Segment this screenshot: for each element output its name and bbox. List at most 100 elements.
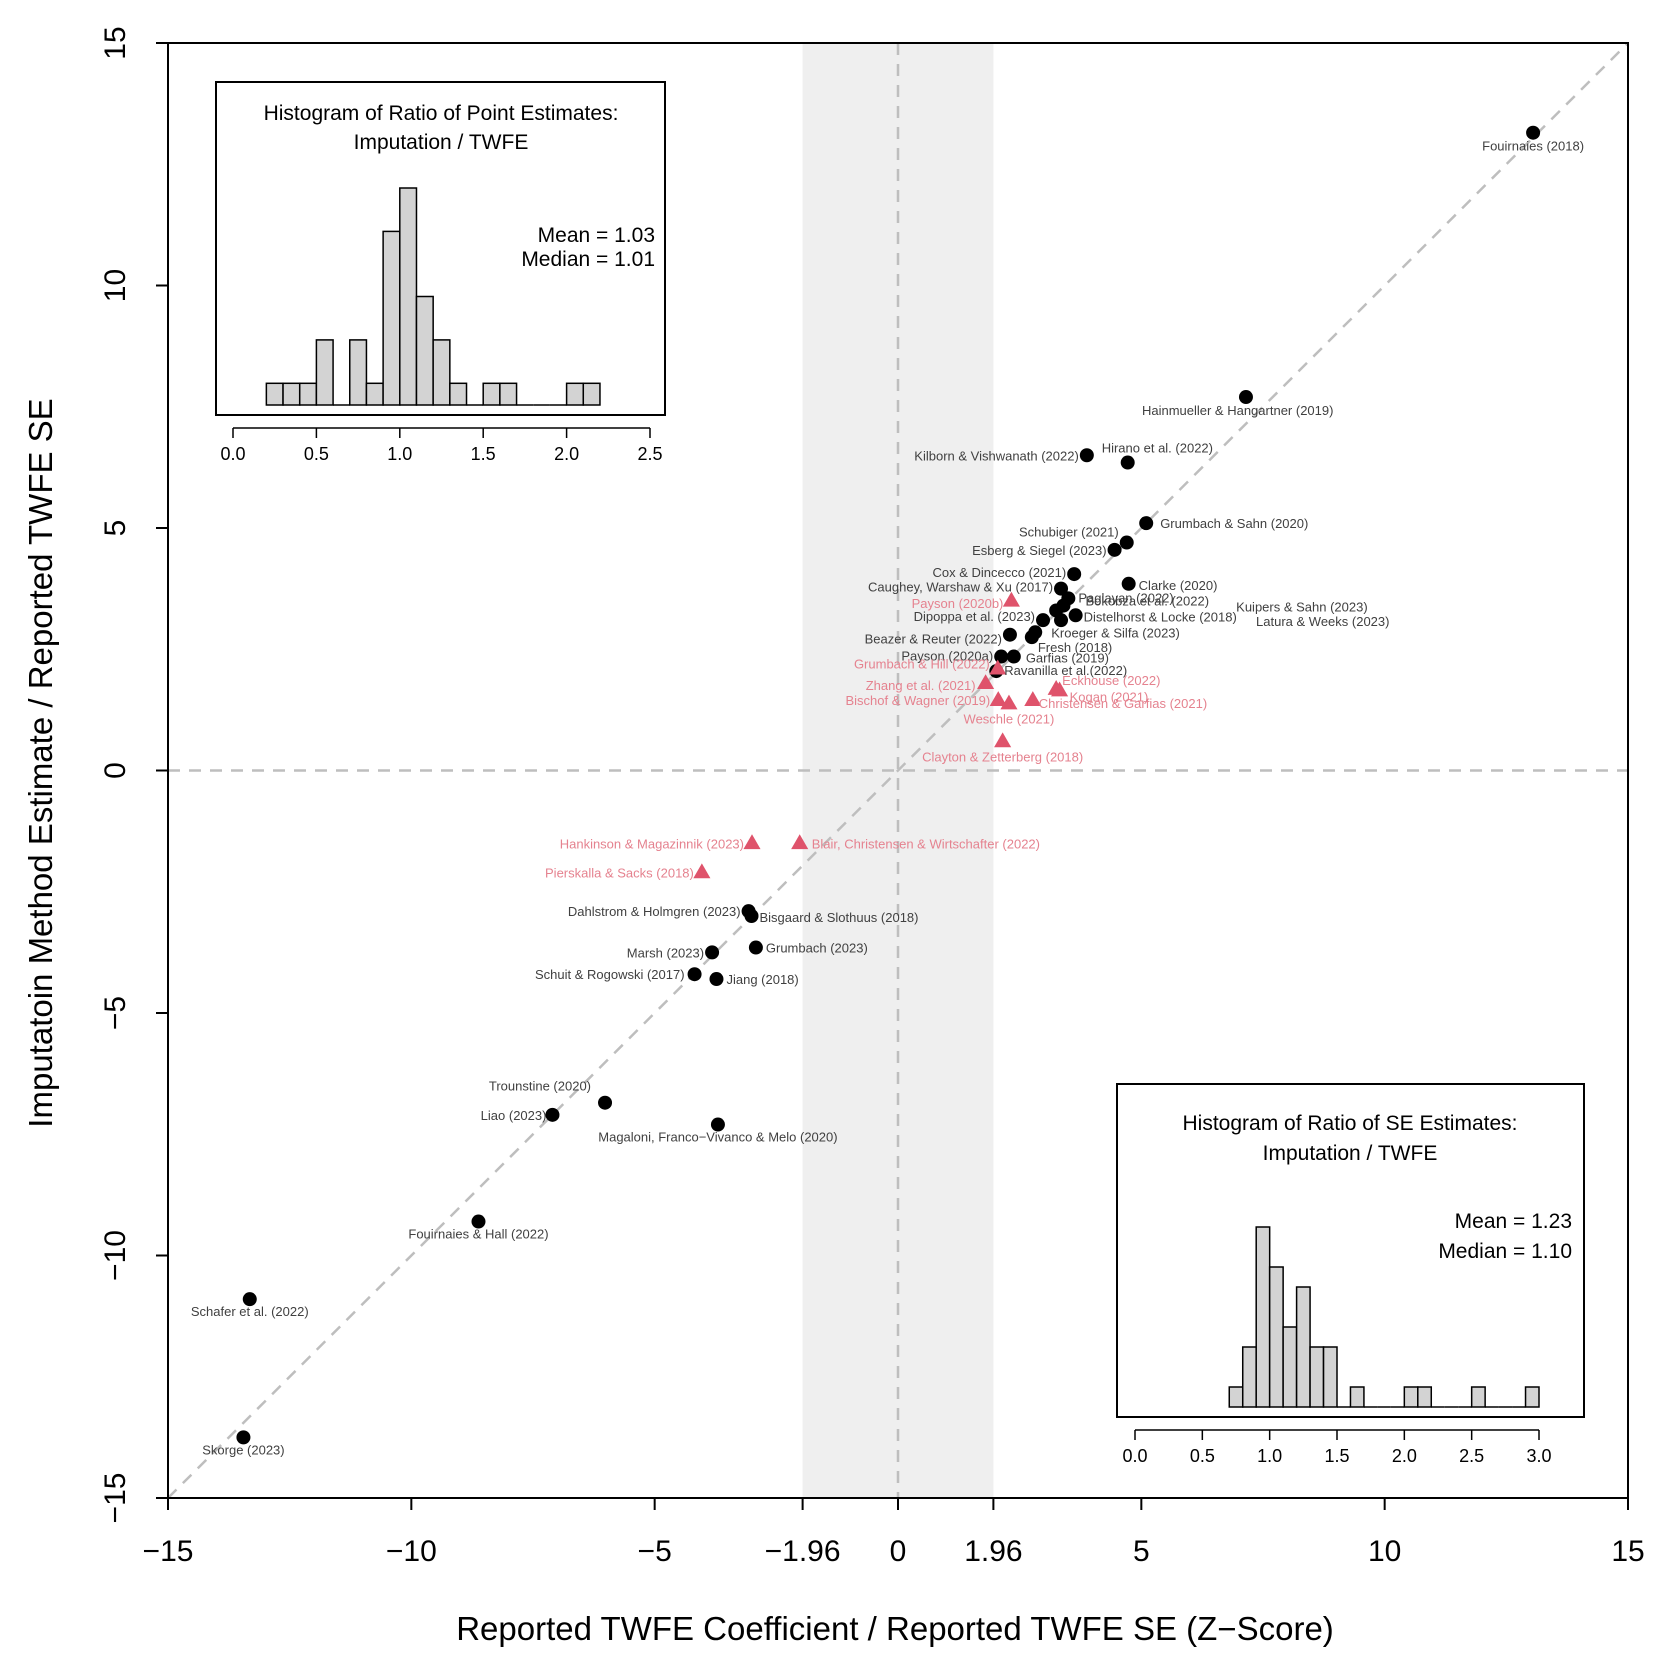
histogram-bar bbox=[298, 382, 318, 406]
data-point bbox=[1120, 455, 1135, 470]
histogram-bar bbox=[449, 382, 468, 406]
point-label: Cox & Dincecco (2021) bbox=[933, 565, 1067, 580]
point-label: Christensen & Garfias (2021) bbox=[1039, 696, 1207, 711]
data-point-triangle bbox=[791, 834, 809, 850]
data-point-triangle bbox=[1051, 681, 1069, 697]
point-label: Bisgaard & Slothuus (2018) bbox=[760, 910, 919, 925]
data-point bbox=[1068, 608, 1083, 623]
point-label: Fouirnaies (2018) bbox=[1482, 139, 1584, 154]
point-label: Ravanilla et al.(2022) bbox=[1004, 663, 1127, 678]
histogram-bar bbox=[1282, 1326, 1298, 1408]
y-axis-title: Imputatoin Method Estimate / Reported TW… bbox=[22, 398, 59, 1127]
data-point bbox=[598, 1095, 613, 1110]
point-label: Weschle (2021) bbox=[964, 712, 1055, 727]
x-tick-label: −1.96 bbox=[765, 1535, 841, 1568]
point-label: Jiang (2018) bbox=[726, 972, 798, 987]
point-label: Payson (2020a) bbox=[901, 649, 993, 664]
data-point-triangle bbox=[1024, 691, 1042, 707]
point-label: Hainmueller & Hangartner (2019) bbox=[1142, 403, 1333, 418]
x-tick-label: 1.96 bbox=[964, 1535, 1022, 1568]
data-point-triangle bbox=[989, 659, 1007, 675]
point-label: Grumbach (2023) bbox=[766, 941, 868, 956]
histogram-bar bbox=[1228, 1386, 1244, 1408]
inset-title-line1: Histogram of Ratio of Point Estimates: bbox=[264, 102, 619, 125]
y-tick-label: 15 bbox=[99, 26, 132, 59]
data-point bbox=[1119, 535, 1134, 550]
histogram-bar bbox=[1295, 1286, 1311, 1408]
point-label: Esberg & Siegel (2023) bbox=[972, 543, 1106, 558]
point-label: Schuit & Rogowski (2017) bbox=[535, 967, 685, 982]
x-tick-label: 10 bbox=[1368, 1535, 1401, 1568]
point-label: Dipoppa et al. (2023) bbox=[914, 609, 1035, 624]
inset-histogram-point-estimates: Histogram of Ratio of Point Estimates: I… bbox=[215, 81, 666, 464]
data-point bbox=[748, 940, 763, 955]
inset-bars bbox=[1228, 1226, 1540, 1408]
point-label: Latura & Weeks (2023) bbox=[1256, 614, 1389, 629]
point-label: Bokobza et al. (2022) bbox=[1085, 594, 1209, 609]
data-point bbox=[242, 1292, 257, 1307]
histogram-bar bbox=[1349, 1386, 1365, 1408]
inset-tick-label: 0.0 bbox=[220, 444, 245, 464]
inset-tick-label: 2.0 bbox=[554, 444, 579, 464]
inset-title-line1: Histogram of Ratio of SE Estimates: bbox=[1183, 1112, 1518, 1135]
point-label: Grumbach & Sahn (2020) bbox=[1160, 516, 1308, 531]
reference-line-45-degree bbox=[167, 42, 1629, 1499]
data-point bbox=[1036, 613, 1051, 628]
data-point-triangle bbox=[989, 691, 1007, 707]
data-point bbox=[687, 967, 702, 982]
histogram-bar bbox=[1524, 1386, 1540, 1408]
histogram-bar bbox=[315, 339, 334, 406]
point-label: Clarke (2020) bbox=[1139, 578, 1218, 593]
data-point bbox=[1054, 581, 1069, 596]
data-point bbox=[994, 649, 1009, 664]
point-label: Blair, Christensen & Wirtschafter (2022) bbox=[812, 836, 1040, 851]
inset-mean-label: Mean = 1.03 bbox=[538, 224, 655, 247]
data-point-triangle bbox=[743, 834, 761, 850]
point-label: Liao (2023) bbox=[481, 1108, 547, 1123]
inset-median-label: Median = 1.10 bbox=[1438, 1240, 1572, 1263]
point-label: Kroeger & Silfa (2023) bbox=[1051, 625, 1180, 640]
data-point-triangle bbox=[977, 674, 995, 690]
point-label: Payson (2020b) bbox=[912, 596, 1004, 611]
point-label: Zhang et al. (2021) bbox=[866, 678, 976, 693]
data-point bbox=[1121, 576, 1136, 591]
histogram-bar bbox=[1309, 1346, 1325, 1408]
inset-title-line2: Imputation / TWFE bbox=[354, 131, 529, 154]
data-point-triangle bbox=[693, 863, 711, 879]
histogram-bar bbox=[499, 382, 518, 406]
data-point-triangle bbox=[1000, 694, 1018, 710]
data-point bbox=[1238, 390, 1253, 405]
inset-bars bbox=[265, 187, 601, 406]
histogram-bar bbox=[382, 230, 401, 406]
histogram-bar bbox=[432, 339, 451, 406]
histogram-bar bbox=[1255, 1226, 1271, 1408]
point-label: Skorge (2023) bbox=[202, 1442, 284, 1457]
histogram-bar bbox=[582, 382, 601, 406]
point-label: Trounstine (2020) bbox=[489, 1079, 591, 1094]
histogram-bar bbox=[1322, 1346, 1338, 1408]
inset-tick-label: 1.0 bbox=[387, 444, 412, 464]
points-layer bbox=[236, 125, 1541, 1445]
histogram-bar bbox=[282, 382, 301, 406]
data-point bbox=[1079, 448, 1094, 463]
point-label: Schubiger (2021) bbox=[1019, 525, 1119, 540]
inset-tick-label: 0.5 bbox=[1190, 1446, 1215, 1466]
inset-median-label: Median = 1.01 bbox=[521, 248, 655, 271]
point-label: Beazer & Reuter (2022) bbox=[865, 632, 1002, 647]
y-tick-label: −15 bbox=[99, 1473, 132, 1524]
point-label: Paglayan (2022) bbox=[1078, 590, 1173, 605]
point-label: Dahlstrom & Holmgren (2023) bbox=[568, 904, 741, 919]
histogram-bar bbox=[365, 382, 384, 406]
y-tick-label: −10 bbox=[99, 1230, 132, 1281]
data-point bbox=[1107, 542, 1122, 557]
inset-mean-label: Mean = 1.23 bbox=[1455, 1210, 1572, 1233]
point-label: Fresh (2018) bbox=[1038, 640, 1112, 655]
inset-tick-label: 1.0 bbox=[1257, 1446, 1282, 1466]
data-point bbox=[1067, 567, 1082, 582]
data-point bbox=[471, 1214, 486, 1229]
